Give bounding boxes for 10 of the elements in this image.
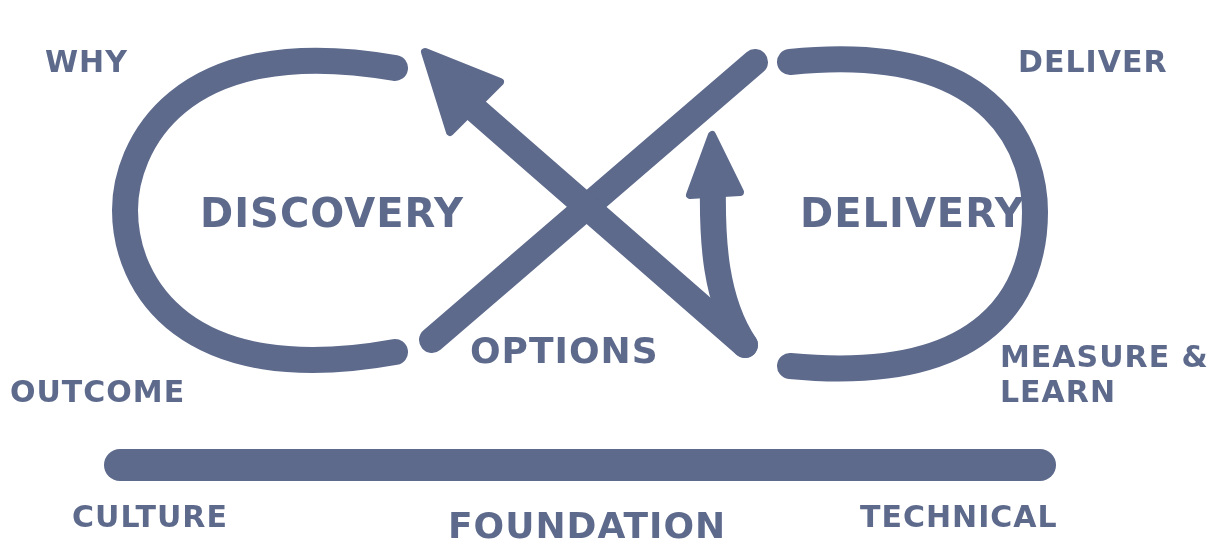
foundation-label: FOUNDATION xyxy=(448,505,727,547)
step-label: MEASURE & LEARN xyxy=(1000,340,1210,409)
step-label: DELIVER xyxy=(1018,45,1168,80)
phase-label: DISCOVERY xyxy=(200,190,465,236)
foundation-label: TECHNICAL xyxy=(860,500,1058,535)
step-label: WHY xyxy=(45,45,128,80)
step-label: OUTCOME xyxy=(10,375,186,410)
phase-label: DELIVERY xyxy=(800,190,1025,236)
phase-label: OPTIONS xyxy=(470,330,659,372)
foundation-label: CULTURE xyxy=(72,500,228,535)
